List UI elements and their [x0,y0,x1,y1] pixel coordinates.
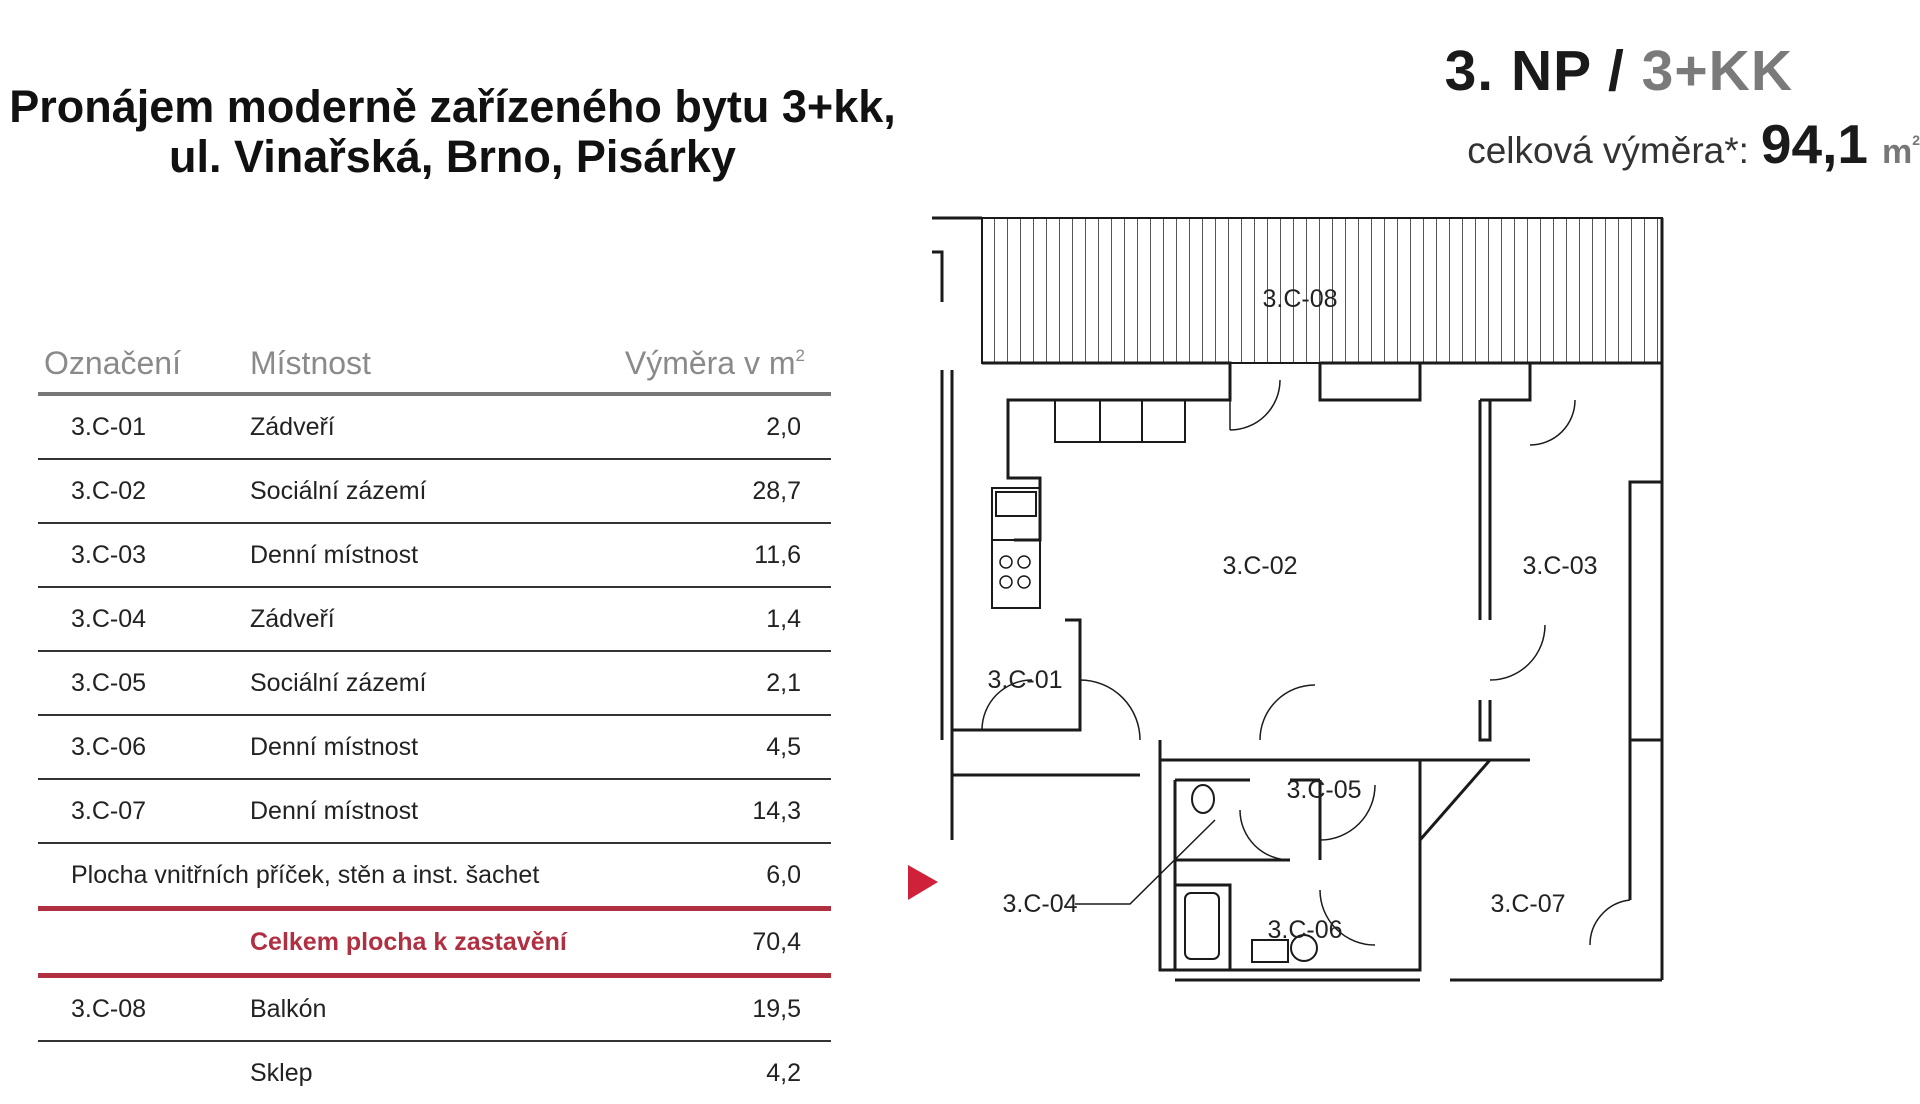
room-label-3c08: 3.C-08 [1262,285,1337,313]
partitions-label: Plocha vnitřních příček, stěn a inst. ša… [38,843,602,911]
title-line-2: ul. Vinařská, Brno, Pisárky [169,131,736,182]
row-area: 4,2 [766,1058,801,1087]
floor-layout: 3+KK [1641,39,1793,103]
room-table: Označení Místnost Výměra v m2 3.C-01 Zád… [38,334,831,1104]
room-label-3c02: 3.C-02 [1222,552,1297,580]
table-row: Sklep 4,2 [38,1041,831,1104]
row-code: 3.C-04 [38,587,250,652]
row-code: 3.C-03 [38,523,250,588]
row-room: Denní místnost [250,779,602,844]
table-row: 3.C-02 Sociální zázemí 28,7 [38,459,831,524]
row-area: 2,1 [601,651,831,716]
floor-heading: 3. NP / 3+KK [1445,38,1793,104]
total-area-label: celková výměra*: [1467,130,1749,171]
partitions-row: Plocha vnitřních příček, stěn a inst. ša… [38,843,831,911]
row-area: 11,6 [601,523,831,588]
row-room: Sklep [250,1058,313,1087]
table-header-row: Označení Místnost Výměra v m2 [38,334,831,396]
header-code: Označení [38,334,250,396]
floor-separator: / [1607,39,1625,103]
row-room: Sociální zázemí [250,651,602,716]
total-row: Celkem plocha k zastavění 70,4 [38,908,831,978]
total-area: celková výměra*: 94,1 m2 [1360,112,1920,176]
room-label-3c07: 3.C-07 [1490,890,1565,918]
row-code: 3.C-05 [38,651,250,716]
floor-number: 3. NP [1444,39,1592,103]
row-code: 3.C-08 [38,975,250,1042]
room-label-3c05: 3.C-05 [1286,776,1361,804]
room-label-3c04: 3.C-04 [1002,890,1077,918]
table-row: 3.C-01 Zádveří 2,0 [38,394,831,460]
header-area: Výměra v m2 [601,334,831,396]
row-area: 2,0 [601,394,831,460]
table-row: 3.C-07 Denní místnost 14,3 [38,779,831,844]
table-row: 3.C-05 Sociální zázemí 2,1 [38,651,831,716]
title-line-1: Pronájem moderně zařízeného bytu 3+kk, [9,81,896,132]
total-area-value: 94,1 [1760,113,1868,175]
entrance-arrow-icon [908,865,938,900]
row-room: Balkón [250,975,602,1042]
table-row: 3.C-03 Denní místnost 11,6 [38,523,831,588]
header-room: Místnost [250,334,602,396]
row-room: Denní místnost [250,523,602,588]
total-area-cell: 70,4 [601,908,831,978]
row-area: 28,7 [601,459,831,524]
row-area: 19,5 [601,975,831,1042]
table-row: 3.C-08 Balkón 19,5 [38,975,831,1042]
row-area: 4,5 [601,715,831,780]
total-label: Celkem plocha k zastavění [250,908,602,978]
partitions-area: 6,0 [601,843,831,911]
row-code: 3.C-02 [38,459,250,524]
table-row: 3.C-04 Zádveří 1,4 [38,587,831,652]
row-room: Denní místnost [250,715,602,780]
total-area-unit: m2 [1881,132,1920,171]
floor-plan: 3.C-08 3.C-02 3.C-03 3.C-01 3.C-05 3.C-0… [908,216,1664,982]
row-room: Sociální zázemí [250,459,602,524]
table-row: 3.C-06 Denní místnost 4,5 [38,715,831,780]
plan-walls [932,216,1664,982]
row-code: 3.C-07 [38,779,250,844]
page-title: Pronájem moderně zařízeného bytu 3+kk, u… [0,82,905,182]
room-label-3c06: 3.C-06 [1267,916,1342,944]
row-area: 1,4 [601,587,831,652]
room-label-3c01: 3.C-01 [987,666,1062,694]
row-area: 14,3 [601,779,831,844]
room-label-3c03: 3.C-03 [1522,552,1597,580]
row-code: 3.C-06 [38,715,250,780]
row-code: 3.C-01 [38,394,250,460]
row-room: Zádveří [250,394,602,460]
row-room: Zádveří [250,587,602,652]
balcony-decking [981,217,1663,364]
row-code [38,1041,250,1104]
